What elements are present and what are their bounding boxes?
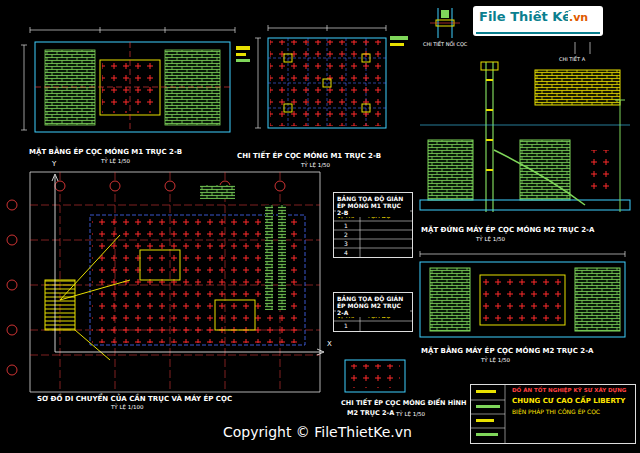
- view-title: MẶT ĐỨNG MÁY ÉP CỌC MÓNG M2 TRỤC 2-A: [420, 226, 595, 234]
- scale-note: TỶ LỆ 1/50: [300, 162, 331, 168]
- scale-note: TỶ LỆ 1/100: [110, 404, 145, 410]
- table-cell: 1: [343, 323, 349, 330]
- logo-text: File Thiết Kế: [478, 10, 572, 25]
- view-title: M2 TRỤC 2-A: [346, 410, 395, 417]
- scale-note: TỶ LỆ 1/50: [395, 411, 426, 417]
- scale-note: TỶ LỆ 1/50: [100, 158, 131, 164]
- box-heading: BẢNG TỌA ĐỘ GIÁN ÉP MÓNG M2 TRỤC 2-A: [336, 295, 410, 317]
- axis-label: Y: [51, 160, 57, 168]
- detail-title: CHI TIẾT NỐI CỌC: [422, 42, 468, 48]
- coordinate-table: BẢNG TỌA ĐỘ GIÁN ÉP MÓNG M1 TRỤC 2-B: [333, 192, 413, 258]
- view-title: MẶT BẰNG MÁY ÉP CỌC MÓNG M2 TRỤC 2-A: [420, 347, 594, 355]
- table-cell: 3: [343, 241, 349, 248]
- box-text: CHUNG CƯ CAO CẤP LIBERTY: [511, 397, 633, 405]
- view-title: CHI TIẾT ÉP CỌC MÓNG M1 TRỤC 2-B: [236, 152, 382, 160]
- watermark: Copyright © FileThietKe.vn: [222, 424, 413, 440]
- box-heading: BẢNG TỌA ĐỘ GIÁN ÉP MÓNG M1 TRỤC 2-B: [336, 195, 410, 217]
- view-title: CHI TIẾT ÉP CỌC MÓNG ĐIỂN HÌNH: [340, 400, 467, 407]
- scale-note: TỶ LỆ 1/50: [480, 357, 511, 363]
- view-title: MẶT BẰNG ÉP CỌC MÓNG M1 TRỤC 2-B: [28, 148, 183, 156]
- box-heading: ĐỒ ÁN TỐT NGHIỆP KỸ SƯ XÂY DỰNG: [511, 387, 633, 394]
- title-block: ĐỒ ÁN TỐT NGHIỆP KỸ SƯ XÂY DỰNG CHUNG CƯ …: [470, 384, 636, 444]
- coordinate-table: BẢNG TỌA ĐỘ GIÁN ÉP MÓNG M2 TRỤC 2-A: [333, 292, 413, 332]
- box-text: BIỆN PHÁP THI CÔNG ÉP CỌC: [511, 408, 633, 415]
- table-cell: 4: [343, 250, 349, 257]
- detail-title: CHI TIẾT A: [558, 57, 586, 63]
- scale-note: TỶ LỆ 1/50: [475, 236, 506, 242]
- table-cell: 1: [343, 223, 349, 230]
- view-title: SƠ ĐỒ DI CHUYỂN CỦA CẦN TRỤC VÀ MÁY ÉP C…: [36, 395, 233, 403]
- table-cell: 2: [343, 232, 349, 239]
- axis-label: X: [326, 340, 333, 348]
- logo-text: .vn: [568, 12, 589, 25]
